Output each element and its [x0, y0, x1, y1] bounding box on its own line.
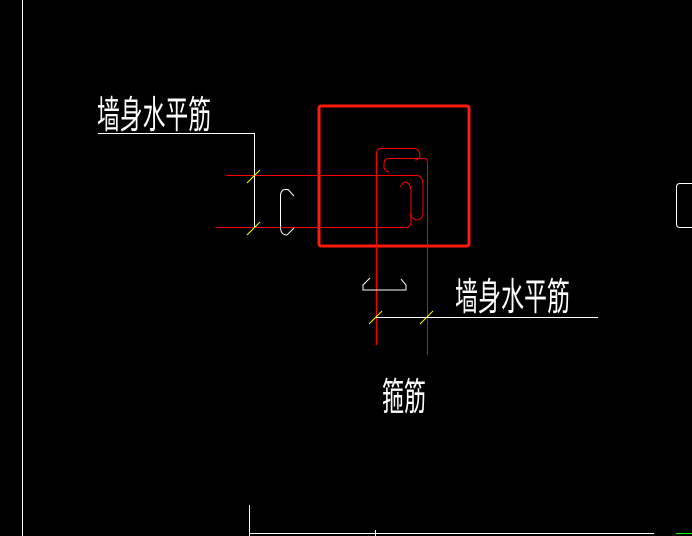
stirrup-leg-right[interactable] — [383, 158, 428, 356]
label-wall-horizontal-bar-left[interactable]: 墙身水平筋 — [97, 93, 211, 137]
tick-mark — [419, 310, 434, 325]
tick-mark — [246, 221, 261, 236]
label-stirrup[interactable]: 箍筋 — [382, 375, 426, 419]
right-edge-shape — [676, 183, 692, 228]
wall-bar-bottom[interactable] — [216, 181, 412, 228]
label-wall-horizontal-bar-right[interactable]: 墙身水平筋 — [455, 275, 570, 319]
tie-hook-u — [362, 277, 407, 291]
tick-mark — [368, 310, 383, 325]
tick-mark — [246, 169, 261, 184]
leader-left — [98, 133, 255, 228]
tie-hook-c — [280, 189, 295, 236]
wall-bar-top-hook — [409, 175, 424, 221]
